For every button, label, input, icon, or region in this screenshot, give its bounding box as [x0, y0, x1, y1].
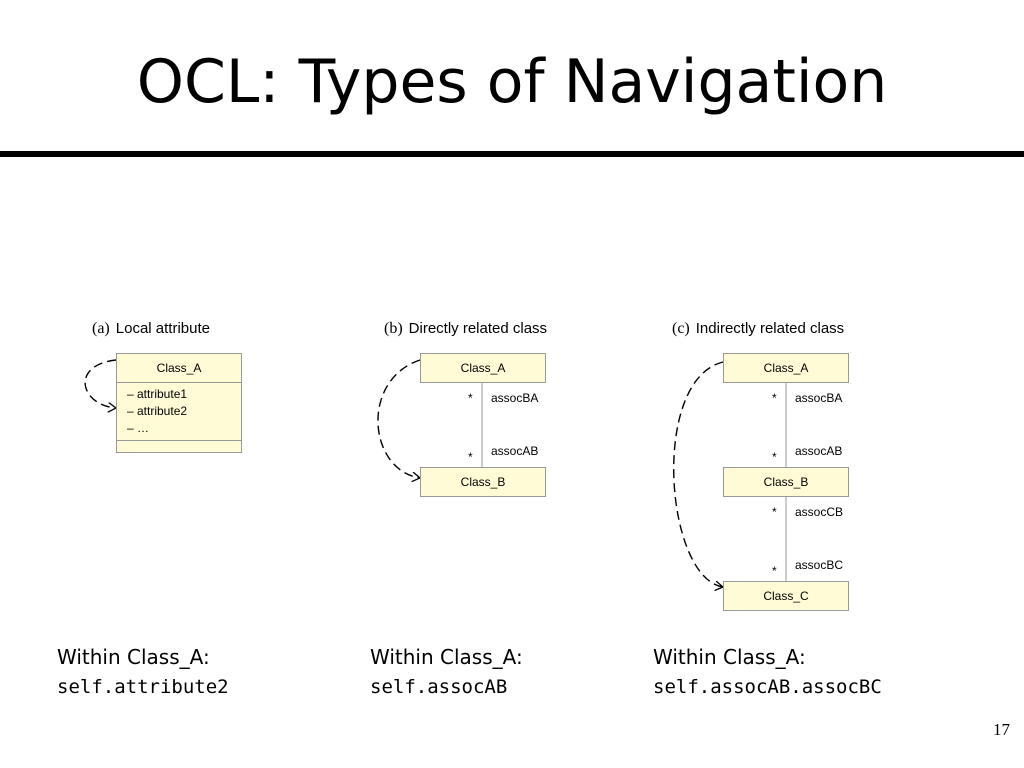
- caption-b: (b) Directly related class: [384, 320, 547, 338]
- nav-arrow-a: [84, 359, 116, 408]
- role-label-assocBA: assocBA: [491, 391, 539, 405]
- ocl-expression-a: self.attribute2: [57, 676, 229, 698]
- caption-a-text: Local attribute: [115, 320, 210, 337]
- multiplicity-label: *: [772, 564, 777, 578]
- within-label-a: Within Class_A:: [57, 645, 210, 669]
- class-box-b-class-a[interactable]: Class_A: [420, 353, 546, 383]
- class-box-c-class-a[interactable]: Class_A: [723, 353, 849, 383]
- caption-c-text: Indirectly related class: [695, 320, 845, 337]
- caption-b-text: Directly related class: [408, 320, 548, 337]
- caption-a-tag: (a): [92, 320, 110, 337]
- ocl-expression-c: self.assocAB.assocBC: [653, 676, 882, 698]
- class-name: Class_B: [763, 475, 809, 489]
- multiplicity-label: *: [468, 450, 473, 464]
- caption-b-tag: (b): [384, 320, 403, 337]
- role-label-assocBC: assocBC: [795, 558, 844, 572]
- multiplicity-label: *: [468, 391, 473, 405]
- caption-a: (a) Local attribute: [92, 320, 210, 338]
- title-divider: [0, 151, 1024, 157]
- class-box-b-class-b[interactable]: Class_B: [420, 467, 546, 497]
- class-name: Class_B: [460, 475, 506, 489]
- multiplicity-label: *: [772, 450, 777, 464]
- role-label-assocCB: assocCB: [795, 505, 844, 519]
- page-number: 17: [993, 720, 1010, 739]
- attribute-compartment: – attribute1 – attribute2 – …: [117, 382, 241, 441]
- slide-title: OCL: Types of Navigation: [136, 47, 888, 117]
- nav-arrow-c: [673, 361, 723, 587]
- class-name: Class_A: [460, 361, 506, 375]
- nav-arrow-b: [377, 359, 420, 478]
- ocl-expression-b: self.assocAB: [370, 676, 508, 698]
- within-label-b: Within Class_A:: [370, 645, 523, 669]
- caption-c-tag: (c): [672, 320, 690, 337]
- caption-c: (c) Indirectly related class: [672, 320, 844, 338]
- role-label-assocAB: assocAB: [491, 444, 539, 458]
- multiplicity-label: *: [772, 505, 777, 519]
- within-label-c: Within Class_A:: [653, 645, 806, 669]
- multiplicity-label: *: [772, 391, 777, 405]
- role-label-assocAB: assocAB: [795, 444, 843, 458]
- class-box-a-class-a[interactable]: Class_A – attribute1 – attribute2 – …: [116, 353, 242, 453]
- class-name: Class_A: [763, 361, 809, 375]
- attribute-item: – …: [127, 421, 150, 435]
- class-box-c-class-b[interactable]: Class_B: [723, 467, 849, 497]
- role-label-assocBA: assocBA: [795, 391, 843, 405]
- attribute-item: – attribute1: [127, 387, 188, 401]
- class-box-c-class-c[interactable]: Class_C: [723, 581, 849, 611]
- class-name: Class_A: [156, 361, 202, 375]
- class-name: Class_C: [763, 589, 809, 603]
- attribute-item: – attribute2: [127, 404, 188, 418]
